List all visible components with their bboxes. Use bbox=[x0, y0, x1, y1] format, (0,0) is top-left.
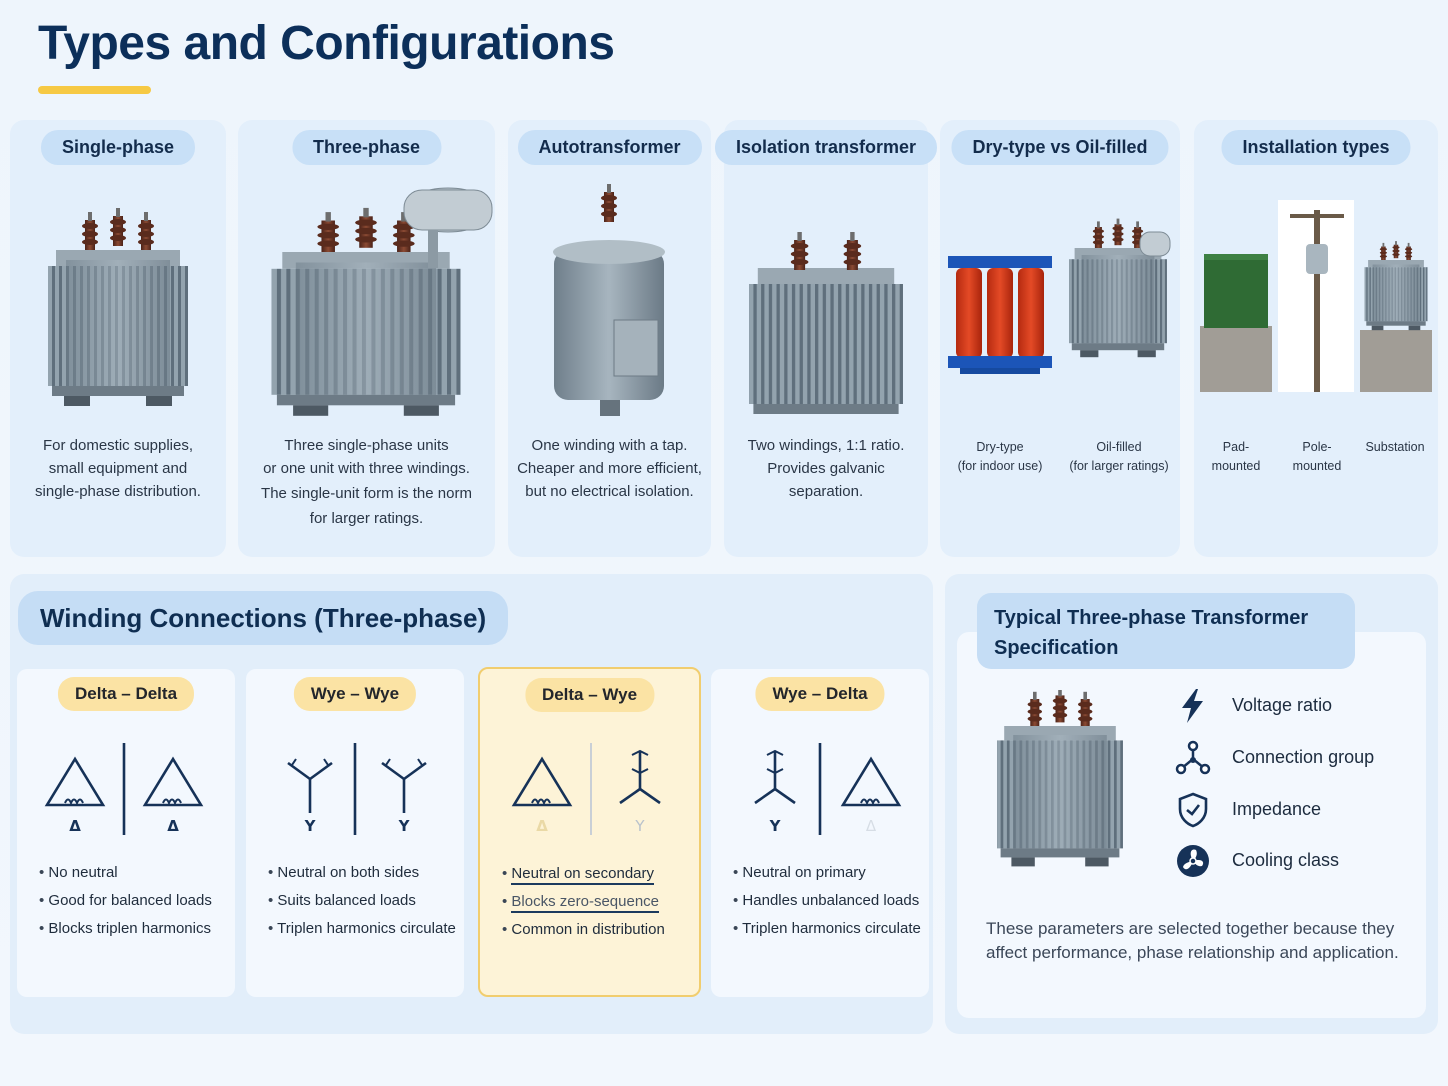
spec-note: These parameters are selected together b… bbox=[986, 919, 1399, 962]
sym-left: Y bbox=[304, 817, 317, 835]
wcard-delta-wye: Delta – Wye Δ Y Neutral on secondary Blo… bbox=[478, 667, 701, 997]
delta-delta-diagram: Δ Δ bbox=[45, 743, 203, 835]
spec-item-cooling-class: Cooling class bbox=[1174, 842, 1414, 880]
list-item: Blocks triplen harmonics bbox=[39, 917, 212, 945]
isolation-transformer-image bbox=[749, 232, 903, 414]
card-three-phase: Three-phase Three single-phase units or … bbox=[238, 120, 495, 557]
list-item: Handles unbalanced loads bbox=[733, 889, 921, 917]
sym-right: Δ bbox=[167, 817, 179, 835]
sym-right: Y bbox=[634, 817, 645, 835]
sym-right: Y bbox=[398, 817, 411, 835]
dry-type-image bbox=[948, 256, 1052, 374]
desc-autotransformer: One winding with a tap. Cheaper and more… bbox=[517, 437, 702, 500]
desc-isolation-transformer: Two windings, 1:1 ratio. Provides galvan… bbox=[747, 437, 905, 500]
spec-transformer-image bbox=[980, 690, 1140, 870]
pill-wye-wye: Wye – Wye bbox=[293, 677, 417, 711]
spec-item-connection-group: Connection group bbox=[1174, 739, 1414, 777]
wcard-wye-delta: Wye – Delta Y Δ Neutral on primary Handl… bbox=[711, 669, 929, 997]
list-item: Triplen harmonics circulate bbox=[268, 917, 456, 945]
delta-symbol-right bbox=[841, 757, 901, 807]
label-pad-mounted: Pad-mounted bbox=[1211, 440, 1261, 473]
desc-three-phase: Three single-phase units or one unit wit… bbox=[261, 437, 472, 527]
wye-symbol-left bbox=[753, 749, 797, 805]
bullets-wye-wye: Neutral on both sides Suits balanced loa… bbox=[268, 861, 456, 945]
desc-single-phase: For domestic supplies, small equipment a… bbox=[35, 437, 201, 500]
label-dry-type: Dry-type bbox=[976, 440, 1024, 454]
bullets-delta-wye: Neutral on secondary Blocks zero-sequenc… bbox=[502, 862, 665, 946]
spec-item-impedance: Impedance bbox=[1174, 791, 1414, 829]
wcard-delta-delta: Delta – Delta Δ Δ No neutral Good for ba… bbox=[17, 669, 235, 997]
card-isolation-transformer: Isolation transformer Two windings, 1:1 … bbox=[714, 120, 938, 557]
wye-wye-diagram: Y Y bbox=[286, 743, 428, 835]
list-item: Neutral on secondary bbox=[502, 862, 665, 890]
bullets-delta-delta: No neutral Good for balanced loads Block… bbox=[39, 861, 212, 945]
page-title: Types and Configurations bbox=[38, 17, 615, 70]
pill-three-phase: Three-phase bbox=[291, 130, 442, 165]
list-item: Neutral on primary bbox=[733, 861, 921, 889]
list-item: Triplen harmonics circulate bbox=[733, 917, 921, 945]
title-underline bbox=[38, 86, 151, 94]
three-phase-transformer-image bbox=[238, 187, 493, 480]
shield-icon bbox=[1178, 792, 1208, 828]
pill-autotransformer: Autotransformer bbox=[517, 130, 702, 165]
list-item: Blocks zero-sequence bbox=[502, 890, 665, 918]
pill-isolation-transformer: Isolation transformer bbox=[714, 130, 938, 165]
list-item: No neutral bbox=[39, 861, 212, 889]
wcard-wye-wye: Wye – Wye Y Y Neutral on both sides Suit… bbox=[246, 669, 464, 997]
bullets-wye-delta: Neutral on primary Handles unbalanced lo… bbox=[733, 861, 921, 945]
pill-delta-delta: Delta – Delta bbox=[57, 677, 195, 711]
pill-installation-types: Installation types bbox=[1221, 130, 1411, 165]
wye-delta-diagram: Y Δ bbox=[753, 743, 901, 835]
installation-types-image bbox=[1200, 200, 1432, 392]
pill-dry-vs-oil: Dry-type vs Oil-filled bbox=[951, 130, 1169, 165]
label-oil-filled: Oil-filled bbox=[1096, 440, 1142, 454]
list-item: Neutral on both sides bbox=[268, 861, 456, 889]
card-single-phase: Single-phase For domestic supplies, smal… bbox=[10, 120, 226, 557]
list-item: Common in distribution bbox=[502, 918, 664, 946]
list-item: Suits balanced loads bbox=[268, 889, 456, 917]
wye-symbol-right bbox=[618, 749, 662, 805]
delta-symbol-left bbox=[512, 757, 572, 807]
delta-symbol-left bbox=[45, 757, 105, 807]
network-icon bbox=[1175, 740, 1211, 775]
spec-title: Typical Three-phase Transformer Specific… bbox=[977, 593, 1355, 669]
delta-symbol-right bbox=[143, 757, 203, 807]
sym-left: Δ bbox=[536, 817, 548, 835]
winding-title: Winding Connections (Three-phase) bbox=[18, 591, 509, 645]
dry-and-oil-transformer-image bbox=[948, 180, 1171, 374]
lightning-icon bbox=[1182, 689, 1203, 723]
sym-right: Δ bbox=[866, 817, 877, 835]
autotransformer-image bbox=[553, 184, 665, 416]
spec-item-voltage-ratio: Voltage ratio bbox=[1174, 687, 1414, 725]
card-installation-types: Installation types Pad-mounted Pole-moun… bbox=[1194, 120, 1438, 557]
list-item: Good for balanced loads bbox=[39, 889, 211, 917]
card-autotransformer: Autotransformer One winding with a tap. … bbox=[508, 120, 711, 557]
pill-wye-delta: Wye – Delta bbox=[755, 677, 885, 711]
wye-symbol-right bbox=[380, 757, 428, 815]
pill-delta-wye: Delta – Wye bbox=[524, 678, 655, 712]
sym-left: Y bbox=[769, 817, 782, 835]
delta-wye-diagram: Δ Y bbox=[512, 743, 662, 835]
label-pole-mounted: Pole-mounted bbox=[1292, 440, 1342, 473]
card-dry-vs-oil: Dry-type vs Oil-filled Dry-type (for ind… bbox=[940, 120, 1180, 557]
pill-single-phase: Single-phase bbox=[40, 130, 196, 165]
fan-icon bbox=[1177, 845, 1209, 877]
sym-left: Δ bbox=[69, 817, 81, 835]
label-substation: Substation bbox=[1365, 440, 1425, 454]
wye-symbol-left bbox=[286, 757, 334, 815]
